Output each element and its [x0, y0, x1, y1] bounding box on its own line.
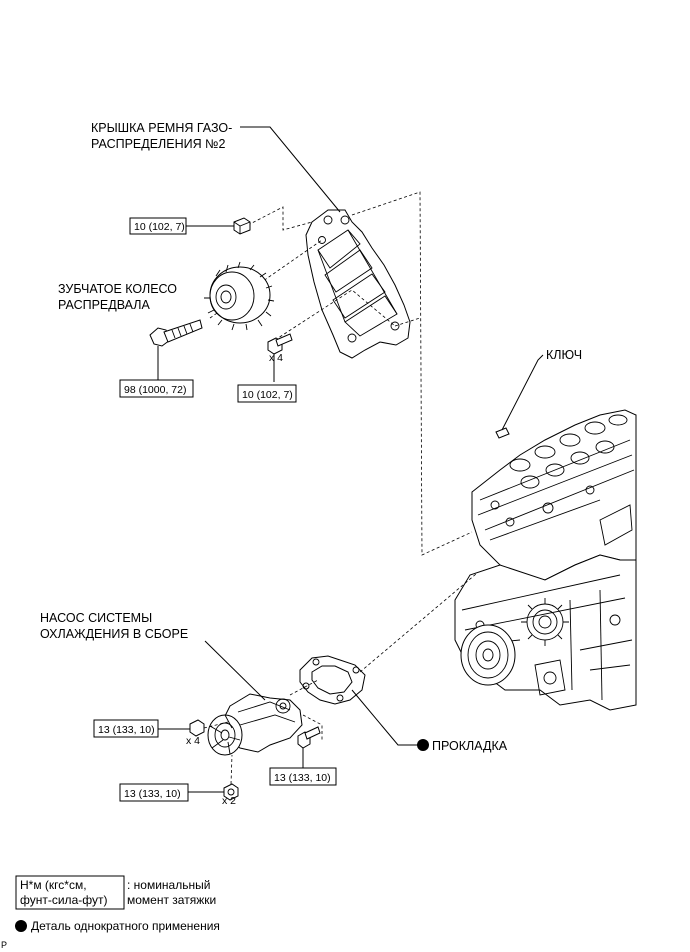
non-reusable-marker: [417, 739, 429, 751]
gear-label-2: РАСПРЕДВАЛА: [58, 298, 150, 312]
torque-pump-right: 13 (133, 10): [274, 772, 331, 784]
legend: Н*м (кгс*см, фунт-сила-фут) : номинальны…: [15, 875, 220, 933]
pump-bolts-left: [158, 719, 229, 737]
qty-cover-bolts: x 4: [269, 352, 283, 364]
pump-nuts: [188, 754, 239, 801]
legend-non-reusable-marker: [15, 920, 27, 932]
torque-box-pump-nuts: [119, 783, 189, 802]
legend-torque-unit-2: фунт-сила-фут): [20, 893, 107, 907]
legend-torque-box: [15, 875, 125, 910]
torque-box-cover-bolts: [237, 384, 297, 403]
torque-box-pump-right: [269, 767, 337, 786]
torque-cover-bolts: 10 (102, 7): [242, 389, 293, 401]
key-part: [495, 354, 544, 439]
qty-pump-left: x 4: [186, 735, 200, 747]
legend-non-reusable: Деталь однократного применения: [31, 919, 220, 933]
corner-mark: P: [1, 940, 7, 950]
camshaft-sprocket: [204, 261, 275, 331]
key-label: КЛЮЧ: [546, 348, 582, 362]
gear-label-1: ЗУБЧАТОЕ КОЛЕСО: [58, 282, 177, 296]
torque-pump-left: 13 (133, 10): [98, 724, 155, 736]
engine-block: [454, 409, 637, 711]
gasket-label: ПРОКЛАДКА: [432, 739, 508, 753]
torque-box-pump-left: [93, 719, 159, 738]
torque-box-cover-top: [129, 217, 187, 235]
gasket: [299, 655, 418, 746]
pump-label-2: ОХЛАЖДЕНИЯ В СБОРЕ: [40, 627, 188, 641]
qty-pump-nuts: x 2: [222, 795, 236, 807]
legend-torque-desc-1: : номинальный: [127, 878, 210, 892]
pump-bolt-right: [297, 714, 323, 768]
pump-label-1: НАСОС СИСТЕМЫ: [40, 611, 152, 625]
legend-torque-unit-1: Н*м (кгс*см,: [20, 878, 87, 892]
torque-gear-bolt: 98 (1000, 72): [124, 384, 186, 396]
cover-bolts: [267, 333, 293, 382]
torque-box-gear-bolt: [119, 379, 194, 398]
belt-cover-label-2: РАСПРЕДЕЛЕНИЯ №2: [91, 137, 226, 151]
belt-cover-label-1: КРЫШКА РЕМНЯ ГАЗО-: [91, 121, 232, 135]
water-pump: [204, 640, 303, 756]
alignment-lines-lower: [289, 573, 477, 696]
legend-torque-desc-2: момент затяжки: [127, 893, 216, 907]
timing-belt-cover: [240, 126, 411, 359]
cover-bolt-top: [186, 217, 251, 235]
torque-cover-top: 10 (102, 7): [134, 221, 185, 233]
torque-pump-nuts: 13 (133, 10): [124, 788, 181, 800]
sprocket-bolt: [149, 319, 203, 380]
